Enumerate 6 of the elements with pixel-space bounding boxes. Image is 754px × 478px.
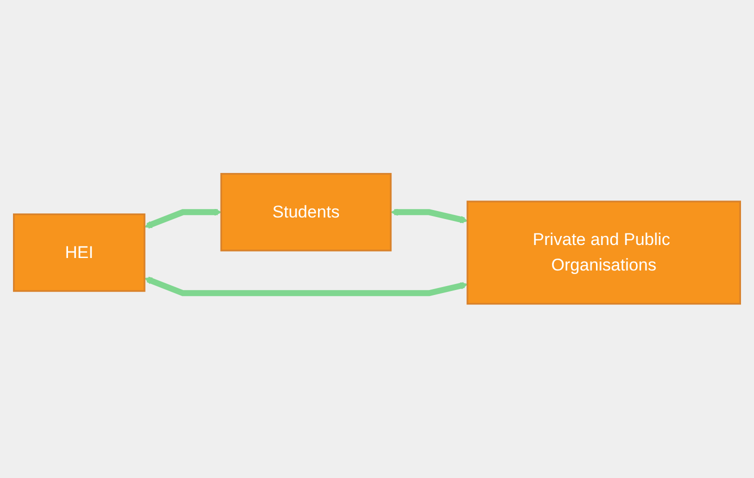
arrow [390, 208, 468, 224]
node-box: HEI [12, 214, 146, 292]
node-box: Private and Public Organisations [466, 200, 742, 305]
arrow [144, 208, 222, 229]
node-box: Students [220, 173, 392, 252]
arrow [144, 276, 468, 296]
